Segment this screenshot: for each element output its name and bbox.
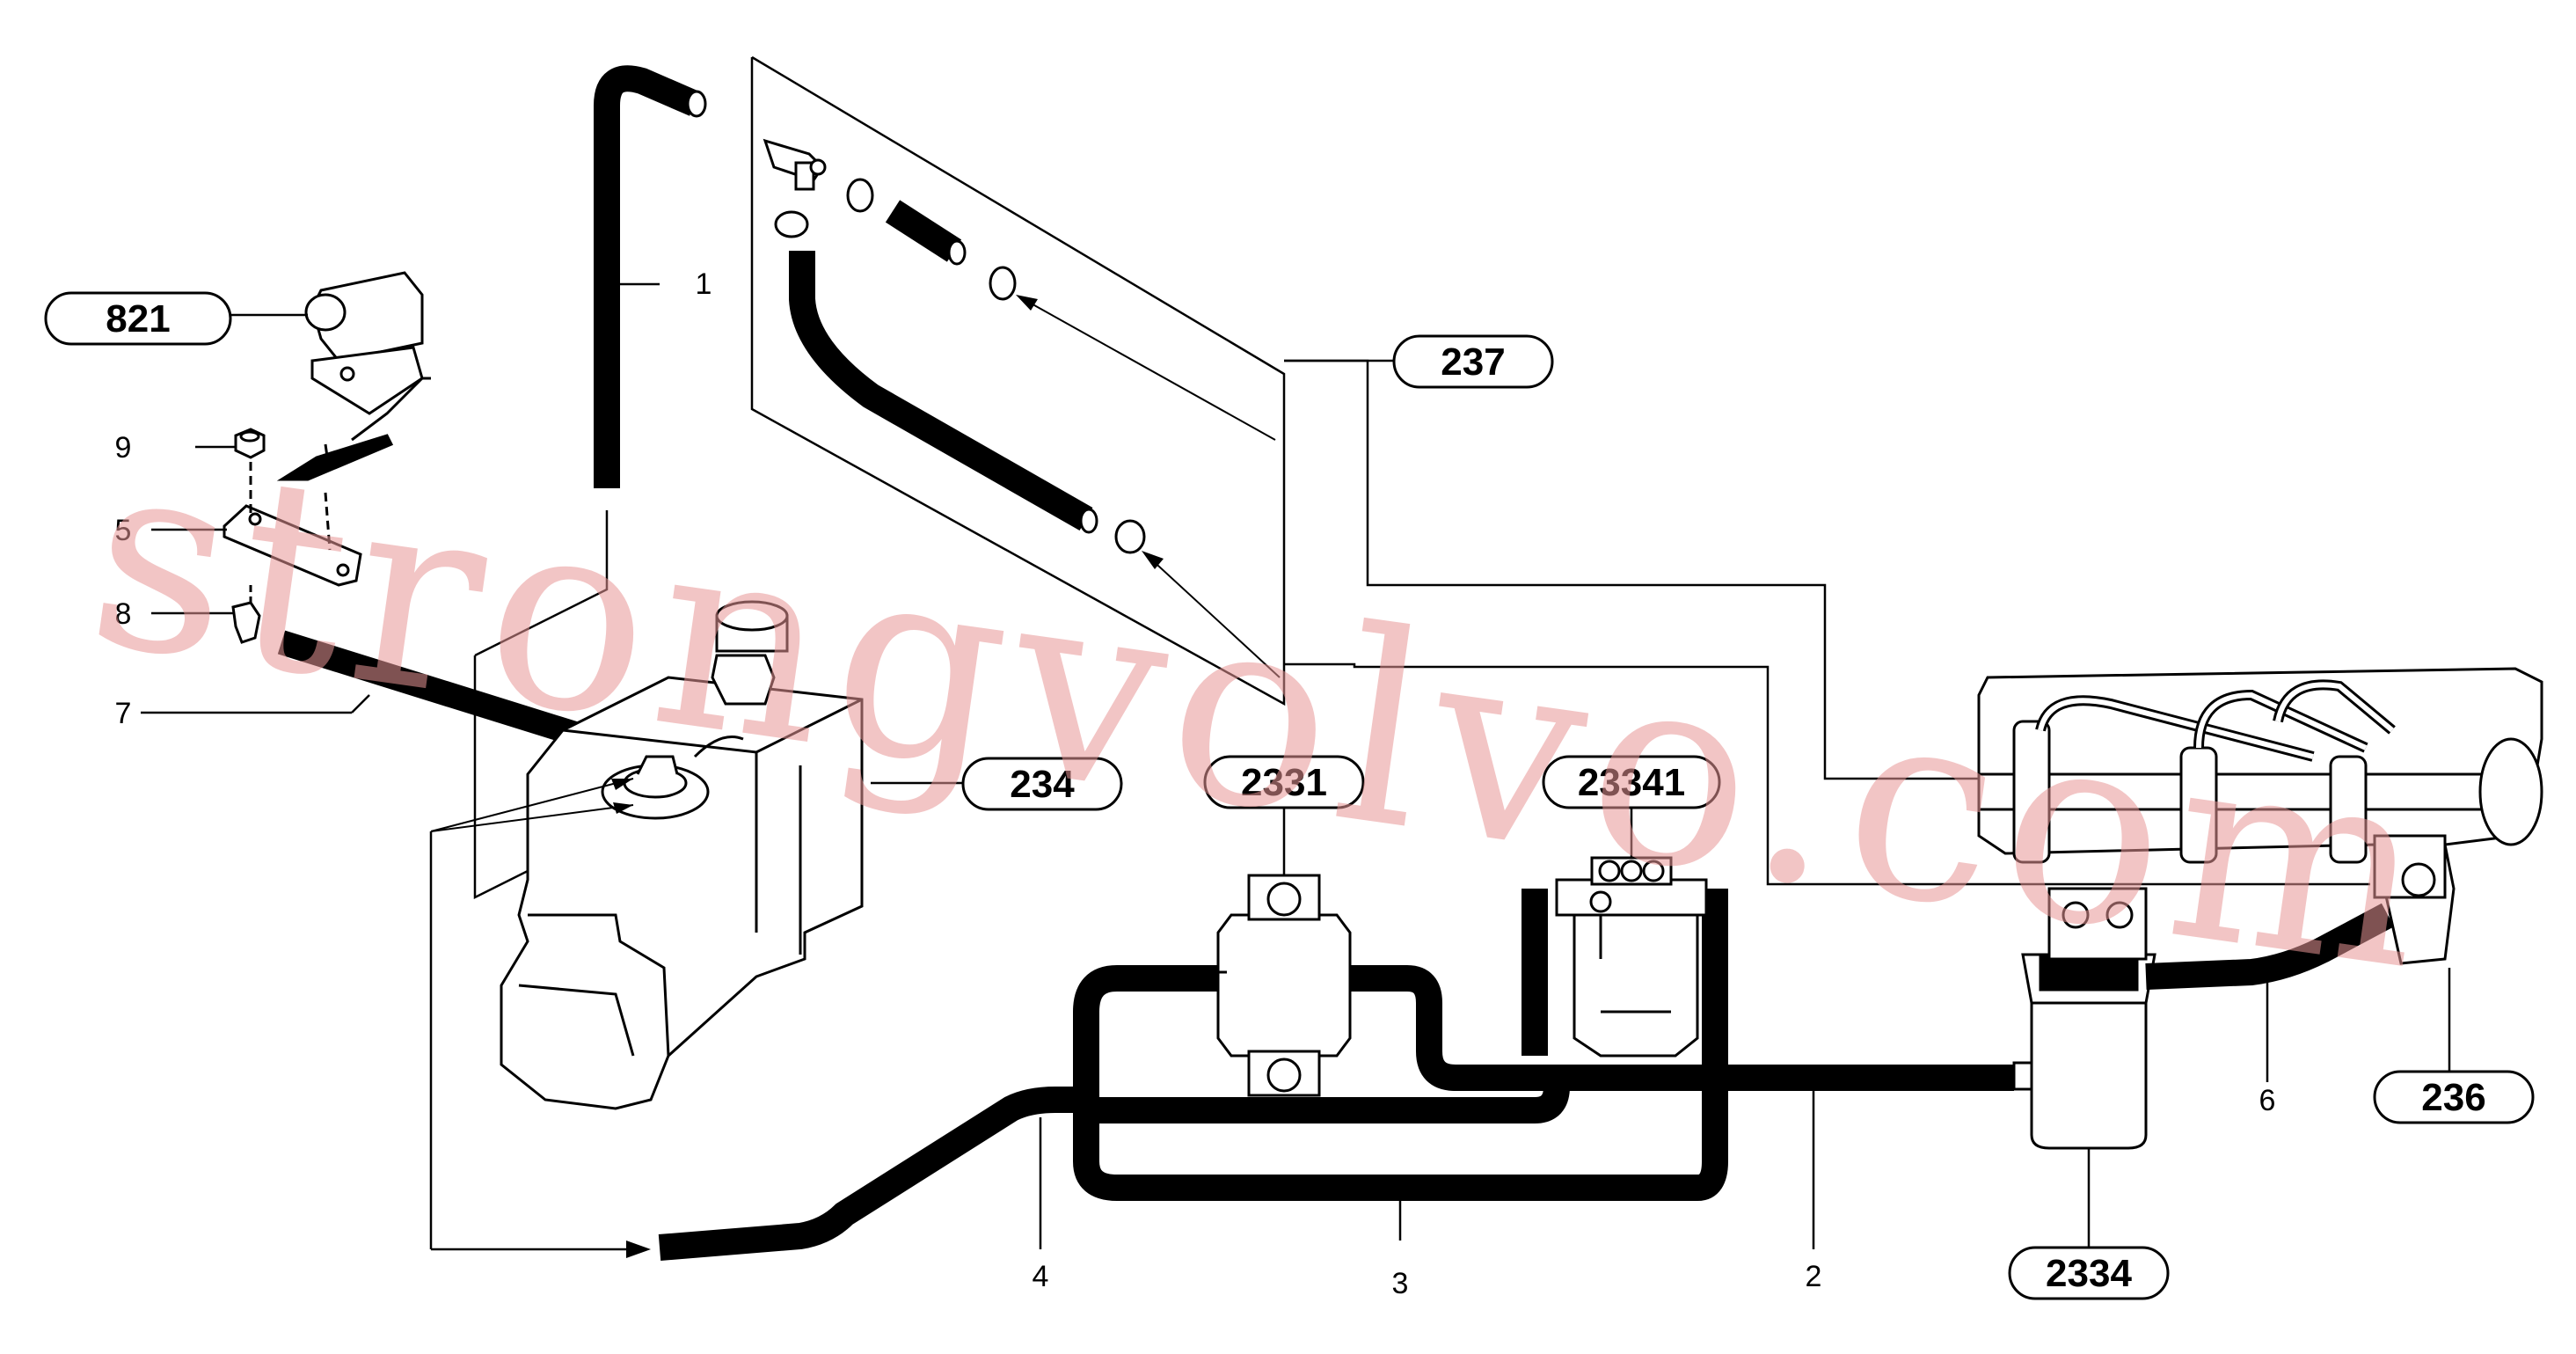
callout-23341-label: 23341 <box>1578 761 1685 804</box>
kit-237-frame <box>750 55 1286 706</box>
callout-236: 236 <box>2373 1070 2535 1124</box>
fuel-filter-2334 <box>2012 887 2156 1249</box>
callout-821: 821 <box>44 291 232 346</box>
fuel-filter-23341 <box>1555 801 1708 1058</box>
callout-23341: 23341 <box>1542 755 1721 809</box>
leader-7-route <box>141 694 651 1258</box>
engine-block-236 <box>1977 667 2543 1095</box>
item-leaders <box>151 282 2269 1249</box>
callout-236-label: 236 <box>2421 1076 2485 1119</box>
fuel-filter-2331 <box>1214 801 1352 1097</box>
callout-237: 237 <box>1392 334 1554 389</box>
item-number-3: 3 <box>1392 1267 1409 1300</box>
callout-2334-label: 2334 <box>2046 1252 2132 1295</box>
kit-237-parts <box>763 138 1281 678</box>
callout-821-label: 821 <box>106 297 170 340</box>
item-number-9: 9 <box>115 431 132 465</box>
item-number-2: 2 <box>1806 1260 1822 1293</box>
callout-2334: 2334 <box>2008 1246 2170 1300</box>
item-number-7: 7 <box>115 697 132 730</box>
callout-237-label: 237 <box>1441 340 1505 384</box>
callout-234: 234 <box>961 757 1123 811</box>
item-number-4: 4 <box>1033 1260 1049 1293</box>
item-number-5: 5 <box>115 514 132 547</box>
hose-1 <box>594 65 707 488</box>
hose-2 <box>1350 889 2014 1091</box>
bracket-assembly <box>223 271 431 644</box>
item-number-1: 1 <box>696 267 712 301</box>
callout-234-label: 234 <box>1010 763 1075 806</box>
item-number-6: 6 <box>2259 1084 2276 1117</box>
fuel-tank-234 <box>430 510 963 1110</box>
callout-2331-label: 2331 <box>1241 761 1327 804</box>
item-number-8: 8 <box>115 597 132 631</box>
hose-4 <box>658 1087 1095 1261</box>
kit-237-leaders <box>1284 359 2370 886</box>
hose-6 <box>2145 903 2395 990</box>
callout-2331: 2331 <box>1203 755 1365 809</box>
